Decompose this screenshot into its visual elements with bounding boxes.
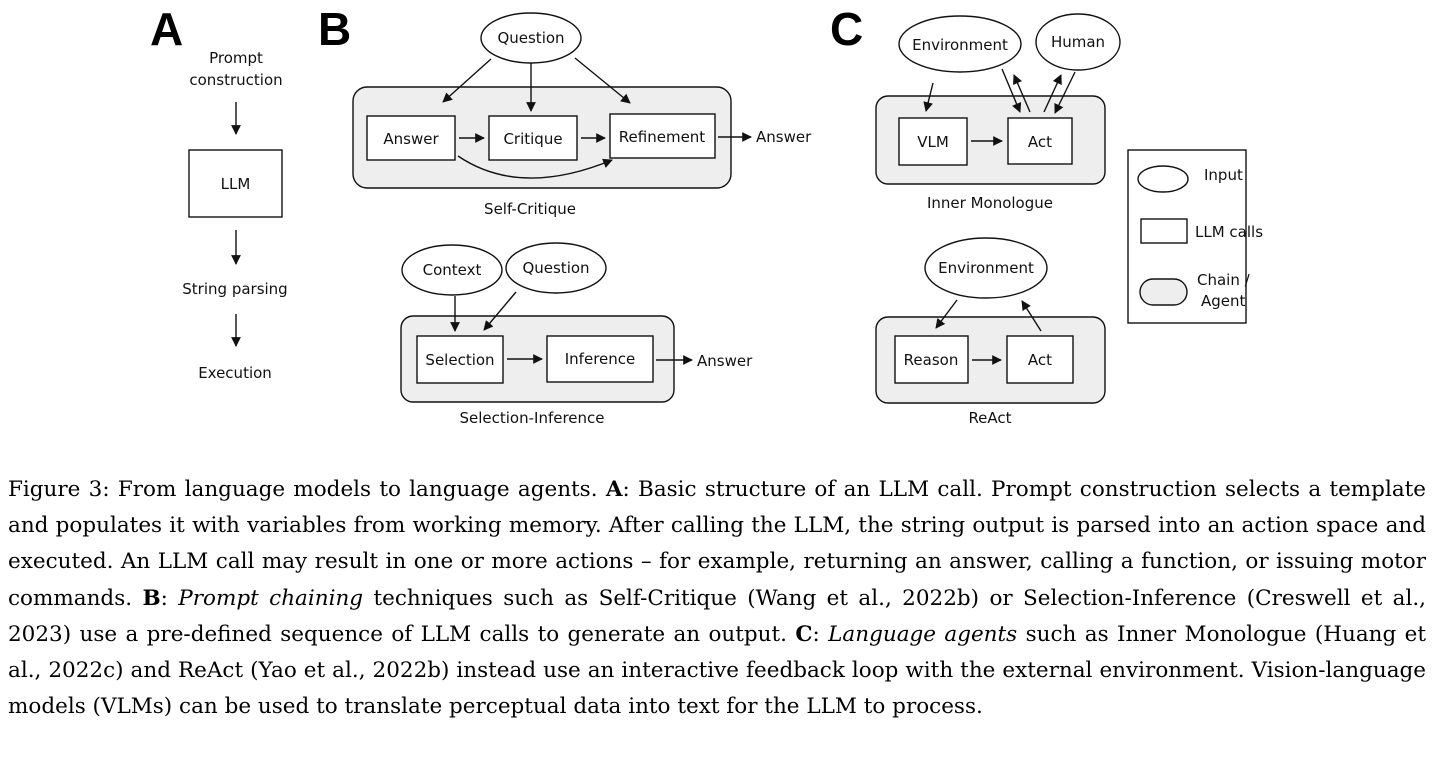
caption-emphasis-prompt-chaining: Prompt chaining [178, 585, 364, 611]
caption-text-1: From language models to language agents. [109, 477, 606, 502]
legend-llm-calls-label: LLM calls [1195, 223, 1263, 241]
arrow-environment-to-reason [935, 299, 958, 329]
panel-c: C Environment Human VLM Act Inner Monolo… [830, 3, 1121, 427]
selection-inference-question-label: Question [522, 259, 589, 277]
self-critique-refinement-label: Refinement [619, 128, 706, 146]
arrow-human-to-act [1054, 71, 1076, 114]
self-critique-refinement-box [609, 113, 716, 159]
panel-c-letter: C [830, 3, 863, 55]
caption-emphasis-language-agents: Language agents [828, 621, 1018, 647]
panel-b-letter: B [318, 3, 351, 55]
arrow-question-to-refinement [574, 57, 631, 104]
selection-inference-context-label: Context [423, 261, 482, 279]
caption-text-4: techniques such as Self-Critique (Wang e… [8, 585, 1427, 647]
inner-monologue-act-label: Act [1028, 133, 1052, 151]
self-critique-caption: Self-Critique [484, 200, 576, 218]
figure-caption: Figure 3: From language models to langua… [8, 472, 1426, 725]
inner-monologue-environment-node [898, 15, 1022, 73]
string-parsing-label: String parsing [182, 280, 287, 298]
arrow-act-to-human [1043, 74, 1062, 113]
legend-input-swatch [1137, 165, 1189, 193]
prompt-construction-label-line2: construction [189, 71, 282, 89]
inference-box-label: Inference [565, 350, 636, 368]
inner-monologue-human-node [1035, 13, 1121, 71]
inner-monologue-act-box [1007, 117, 1073, 165]
caption-label-c: C [795, 621, 813, 647]
caption-figure-label: Figure 3: [8, 477, 110, 502]
figure-diagram: A Prompt construction LLM String parsing… [150, 3, 1263, 427]
reason-box [894, 335, 969, 384]
self-critique-question-label: Question [497, 29, 564, 47]
panel-a-letter: A [150, 3, 183, 55]
panel-a: A Prompt construction LLM String parsing… [150, 3, 288, 382]
react-diagram: Environment Reason Act ReAct [875, 237, 1106, 427]
react-act-label: Act [1028, 351, 1052, 369]
self-critique-output-label: Answer [756, 128, 812, 146]
react-environment-label: Environment [938, 259, 1034, 277]
prompt-construction-label-line1: Prompt [209, 49, 263, 67]
selection-inference-question-node [505, 242, 607, 294]
selection-box [416, 335, 504, 384]
inference-box [546, 335, 654, 383]
selection-inference-output-label: Answer [697, 352, 753, 370]
caption-label-b: B [142, 585, 161, 611]
panel-b: B Question Answer Critique Refinement An… [318, 3, 812, 427]
arrow-environment-to-act [1001, 68, 1022, 113]
self-critique-answer-label: Answer [383, 130, 439, 148]
inner-monologue-diagram: Environment Human VLM Act Inner Monologu… [875, 13, 1121, 212]
arrow-act-to-environment [1013, 74, 1031, 113]
vlm-box [898, 117, 968, 166]
vlm-box-label: VLM [917, 133, 949, 151]
arrow-question-to-answer [442, 58, 492, 103]
selection-box-label: Selection [425, 351, 494, 369]
legend-input-label: Input [1204, 166, 1243, 184]
self-critique-critique-box [488, 115, 578, 161]
self-critique-critique-label: Critique [503, 130, 562, 148]
llm-box-label: LLM [221, 175, 251, 193]
arrow-answer-to-refinement-curve [457, 155, 613, 179]
caption-label-a: A [605, 477, 623, 502]
selection-inference-caption: Selection-Inference [459, 409, 604, 427]
arrow-act-to-environment-react [1021, 300, 1042, 332]
legend-chain-swatch [1139, 278, 1188, 306]
selection-inference-diagram: Context Question Selection Inference Ans… [400, 242, 753, 427]
inner-monologue-caption: Inner Monologue [927, 194, 1053, 212]
execution-label: Execution [198, 364, 272, 382]
react-act-box [1006, 335, 1074, 384]
legend: Input LLM calls Chain / Agent [1127, 149, 1263, 324]
self-critique-diagram: Question Answer Critique Refinement Answ… [352, 12, 812, 218]
arrow-environment-to-vlm [923, 82, 934, 112]
inner-monologue-human-label: Human [1051, 33, 1105, 51]
llm-box [188, 149, 283, 218]
arrow-question-to-selection [483, 291, 517, 331]
caption-text-3: : [160, 585, 179, 611]
react-caption: ReAct [968, 409, 1011, 427]
reason-box-label: Reason [904, 351, 959, 369]
self-critique-answer-box [366, 115, 456, 161]
legend-chain-label-line1: Chain / [1197, 271, 1251, 289]
caption-text-6: such as Inner Monologue (Huang et al., 2… [8, 621, 1426, 720]
legend-llm-calls-swatch [1140, 218, 1188, 244]
caption-text-2: : Basic structure of an LLM call. Prompt… [8, 477, 1426, 611]
inner-monologue-environment-label: Environment [912, 36, 1008, 54]
caption-text-5: : [812, 621, 829, 647]
selection-inference-context-node [401, 244, 503, 296]
react-environment-node [924, 237, 1048, 299]
legend-chain-label-line2: Agent [1201, 292, 1246, 310]
